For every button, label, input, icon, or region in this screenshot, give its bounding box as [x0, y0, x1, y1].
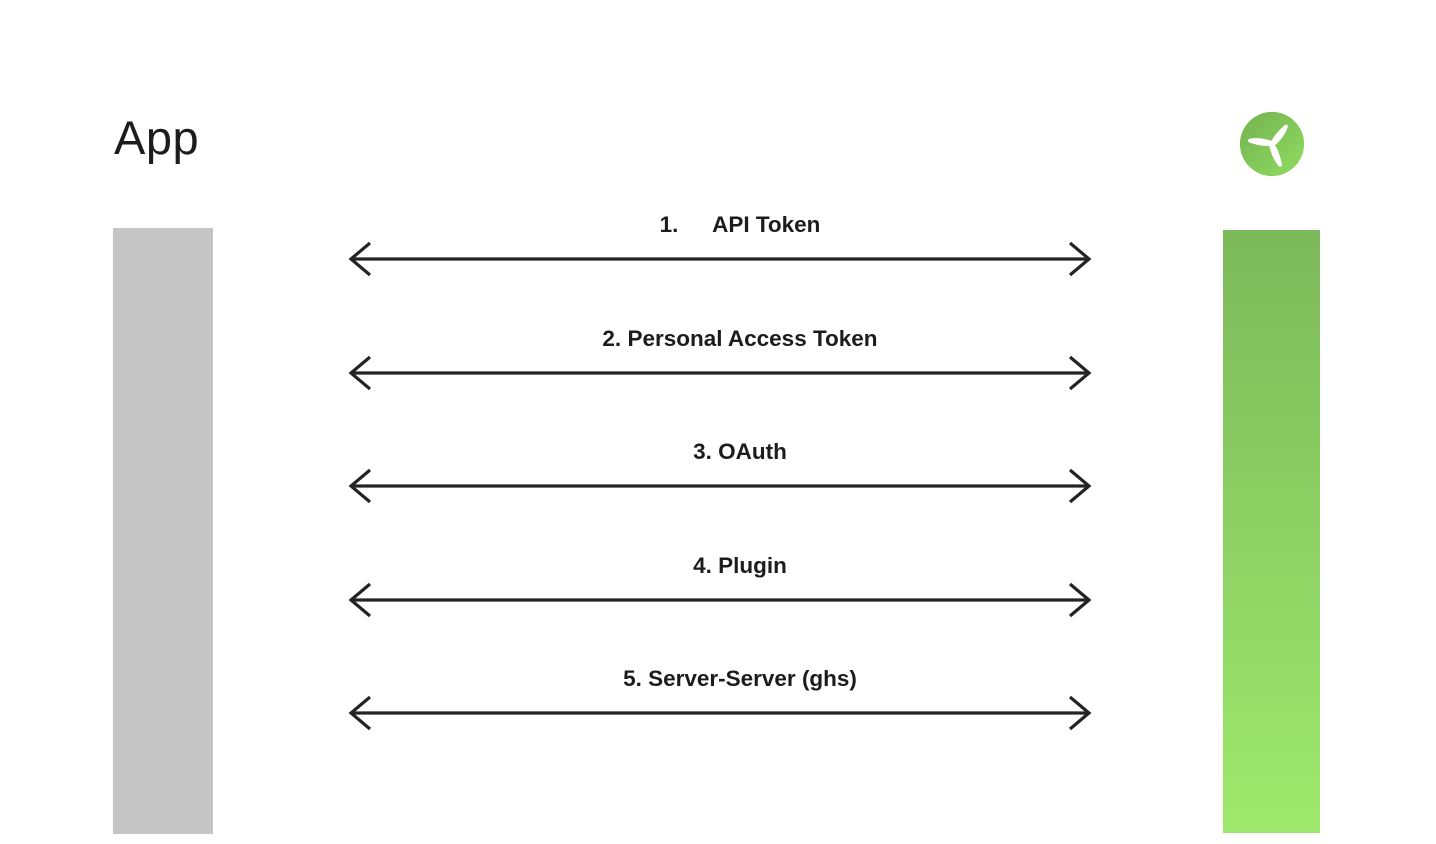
arrow-left-head-icon [348, 582, 372, 617]
connection-row: 3. OAuth [345, 430, 1095, 544]
double-arrow [348, 582, 1092, 617]
arrow-right-head-icon [1068, 241, 1092, 277]
arrow-right-head-icon [1068, 582, 1092, 617]
arrow-label: 1. API Token [659, 212, 821, 237]
arrow-right-head-icon [1068, 355, 1092, 390]
connection-row: 5. Server-Server (ghs) [345, 657, 1095, 771]
connection-row: 2. Personal Access Token [345, 317, 1095, 431]
arrow-left-head-icon [348, 355, 372, 390]
arrow-label: 5. Server-Server (ghs) [623, 666, 857, 691]
connection-row: 4. Plugin [345, 544, 1095, 658]
wind-turbine-logo [1239, 111, 1305, 177]
arrow-left-head-icon [348, 468, 372, 504]
arrow-label: 3. OAuth [693, 439, 787, 464]
double-arrow [348, 241, 1092, 277]
arrow-right-head-icon [1068, 695, 1092, 731]
turbine-blades-icon [1247, 124, 1288, 167]
double-arrow [348, 468, 1092, 504]
double-arrow [348, 695, 1092, 731]
arrow-left-head-icon [348, 241, 372, 277]
arrow-label: 2. Personal Access Token [602, 325, 878, 351]
arrow-left-head-icon [348, 695, 372, 731]
service-lifeline-bar [1223, 230, 1320, 833]
connection-row: 1. API Token [345, 203, 1095, 317]
double-arrow [348, 355, 1092, 390]
connection-arrows-list: 1. API Token 2. Personal Access Token 3.… [345, 203, 1095, 771]
arrow-right-head-icon [1068, 468, 1092, 504]
arrow-label: 4. Plugin [693, 552, 787, 578]
app-lifeline-bar [113, 228, 213, 834]
app-title: App [114, 111, 200, 164]
